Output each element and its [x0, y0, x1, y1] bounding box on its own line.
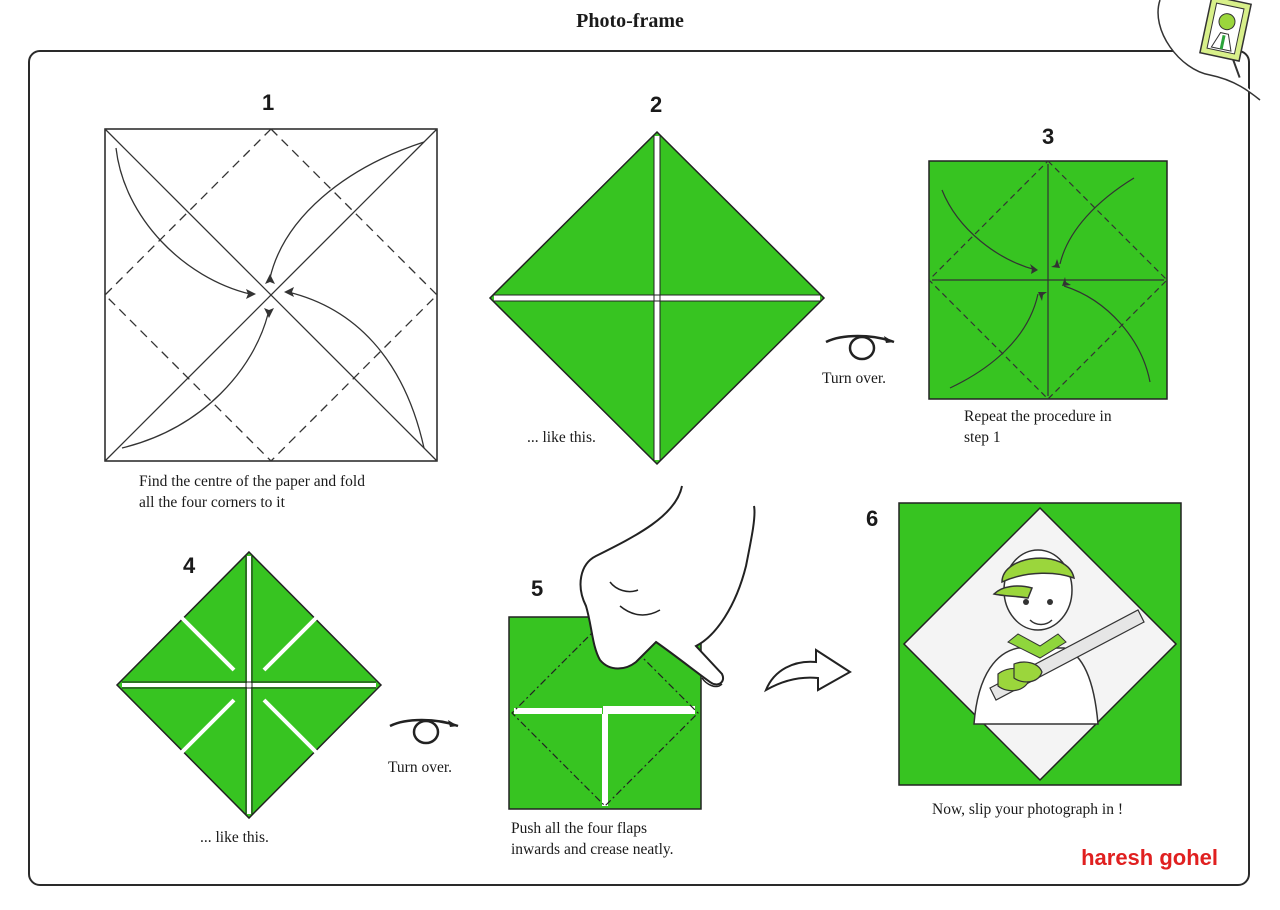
page-border	[28, 50, 1250, 886]
step-1-caption-line1: Find the centre of the paper and fold	[139, 473, 365, 490]
curved-arrow-icon	[764, 648, 852, 693]
step-6-diagram	[898, 502, 1182, 786]
step-3-caption-line1: Repeat the procedure in	[964, 408, 1112, 425]
turn-over-icon-2	[389, 718, 459, 745]
step-4-diagram	[115, 550, 383, 820]
step-4-caption: ... like this.	[200, 829, 269, 846]
step-1-number: 1	[262, 90, 275, 115]
step-2-diagram	[488, 130, 826, 466]
photograph-boy-image	[973, 549, 1145, 725]
hand-icon	[579, 485, 756, 688]
step-2-number: 2	[650, 92, 663, 117]
step-4-number: 4	[183, 553, 196, 578]
turn-over-label-1: Turn over.	[822, 370, 887, 387]
turn-over-icon	[825, 334, 895, 361]
step-3-diagram	[928, 160, 1168, 400]
step-5-number: 5	[531, 576, 544, 601]
step-1-caption-line2: all the four corners to it	[139, 494, 285, 511]
step-6-caption: Now, slip your photograph in !	[932, 801, 1124, 818]
step-5-caption-line1: Push all the four flaps	[511, 820, 648, 837]
step-5-caption-line2: inwards and crease neatly.	[511, 841, 674, 858]
step-2-caption: ... like this.	[527, 429, 596, 446]
step-3-caption-line2: step 1	[964, 429, 1001, 446]
credit-text: haresh gohel	[1081, 845, 1218, 870]
page-title: Photo-frame	[576, 10, 684, 32]
step-1-diagram	[104, 128, 438, 462]
turn-over-label-2: Turn over.	[388, 759, 453, 776]
step-3-number: 3	[1042, 124, 1055, 149]
corner-photo-frame-icon	[1157, 0, 1261, 101]
step-6-number: 6	[866, 506, 879, 531]
